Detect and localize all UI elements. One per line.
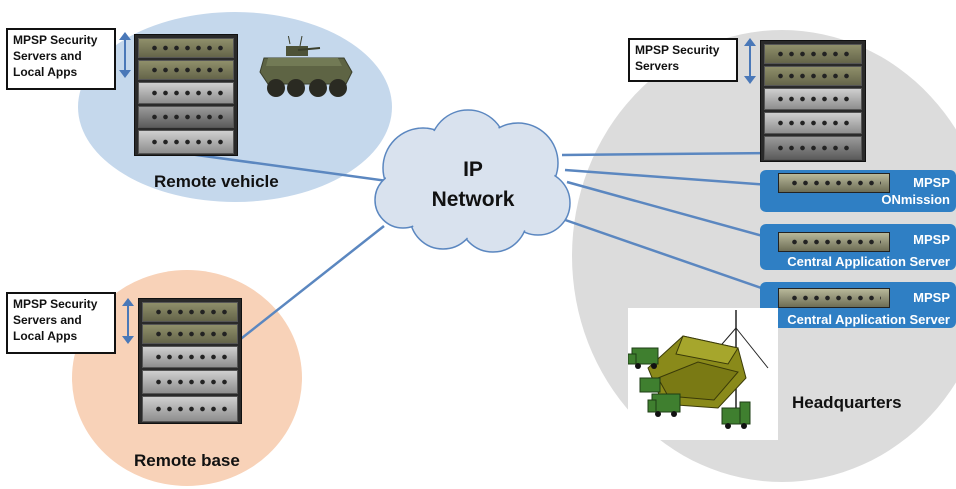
hq-double-arrow-icon bbox=[744, 38, 756, 84]
base-callout-line2: Servers and bbox=[13, 313, 82, 327]
onmission-server: MPSP ONmission bbox=[760, 170, 956, 212]
hq-callout-line2: Servers bbox=[635, 59, 680, 73]
vehicle-callout-line1: MPSP Security bbox=[13, 33, 98, 47]
link-central-1 bbox=[566, 180, 771, 240]
vehicle-callout: MPSP Security Servers and Local Apps bbox=[6, 28, 116, 90]
central-app-server-2: MPSP Central Application Server bbox=[760, 282, 956, 328]
vehicle-double-arrow-icon bbox=[119, 32, 131, 78]
central-app-server-2-subtitle: Central Application Server bbox=[787, 312, 950, 327]
ip-network-cloud bbox=[374, 109, 571, 253]
onmission-server-subtitle: ONmission bbox=[881, 192, 950, 207]
network-label-line2: Network bbox=[431, 188, 515, 211]
central-app-server-2-title: MPSP bbox=[913, 290, 950, 305]
hq-callout: MPSP Security Servers bbox=[628, 38, 738, 82]
headquarters-camp-icon bbox=[628, 308, 778, 440]
hq-server-rack bbox=[760, 40, 866, 162]
hq-callout-line1: MPSP Security bbox=[635, 43, 720, 57]
link-onmission bbox=[564, 168, 771, 187]
base-callout-line1: MPSP Security bbox=[13, 297, 98, 311]
base-callout-line3: Local Apps bbox=[13, 329, 78, 343]
onmission-server-title: MPSP bbox=[913, 175, 950, 190]
link-central-2 bbox=[547, 212, 771, 293]
central-app-server-1: MPSP Central Application Server bbox=[760, 224, 956, 270]
headquarters-label: Headquarters bbox=[792, 393, 902, 412]
central-app-server-1-title: MPSP bbox=[913, 232, 950, 247]
remote-vehicle-label: Remote vehicle bbox=[154, 172, 279, 191]
network-label-line1: IP bbox=[463, 158, 483, 181]
armored-vehicle-icon bbox=[259, 36, 353, 97]
base-double-arrow-icon bbox=[122, 298, 134, 344]
base-server-rack bbox=[138, 298, 242, 424]
vehicle-server-rack bbox=[134, 34, 238, 156]
vehicle-callout-line2: Servers and bbox=[13, 49, 82, 63]
remote-base-label: Remote base bbox=[134, 451, 240, 470]
base-callout: MPSP Security Servers and Local Apps bbox=[6, 292, 116, 354]
ip-network-label: IP Network bbox=[403, 155, 543, 215]
link-hq-rack bbox=[561, 151, 771, 157]
central-app-server-1-subtitle: Central Application Server bbox=[787, 254, 950, 269]
vehicle-callout-line3: Local Apps bbox=[13, 65, 78, 79]
